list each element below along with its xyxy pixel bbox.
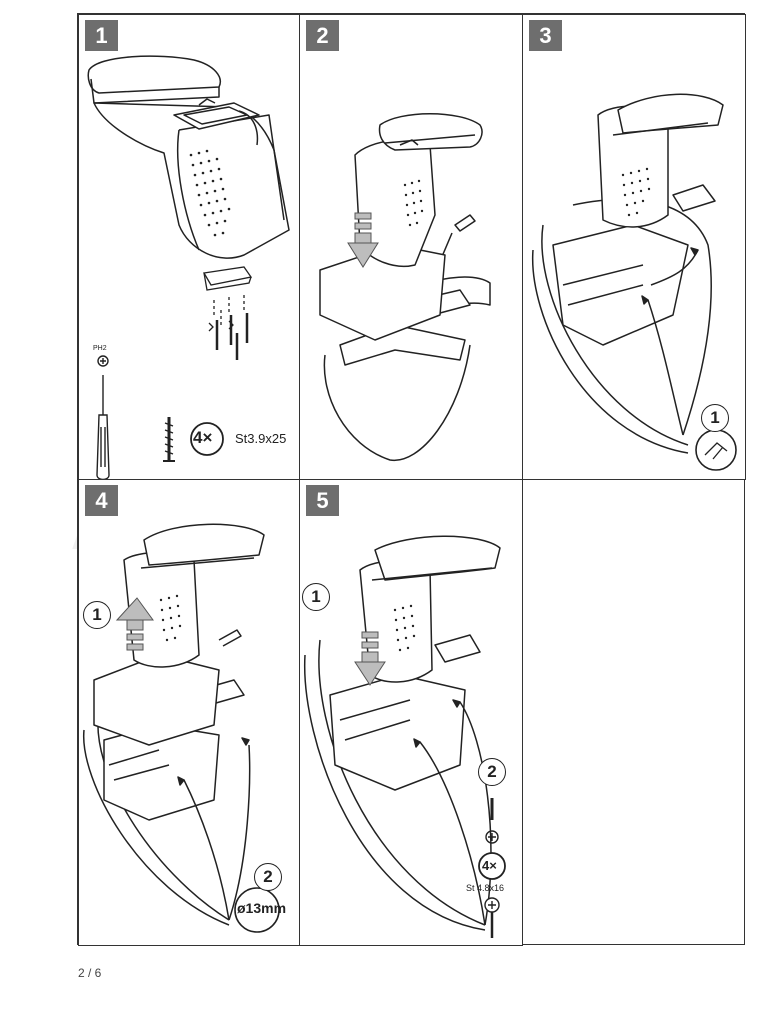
armrest-mount-illustration <box>319 113 491 461</box>
tool-size-label: PH2 <box>93 345 107 352</box>
step-3-badge: 3 <box>529 20 562 51</box>
step-4-panel: 4 <box>78 479 300 946</box>
step-5-badge: 5 <box>306 485 339 516</box>
step-1-badge: 1 <box>85 20 118 51</box>
screw-quantity: 4× <box>193 428 213 447</box>
cover-fit-illustration <box>531 93 737 471</box>
step-4-badge: 4 <box>85 485 118 516</box>
step-3-callout-1: 1 <box>701 404 729 432</box>
step-3-panel: 3 <box>522 14 746 480</box>
step-5-callout-1: 1 <box>302 583 330 611</box>
step-2-panel: 2 <box>299 14 523 480</box>
step-5-callout-2: 2 <box>478 758 506 786</box>
step-4-callout-2: 2 <box>254 863 282 891</box>
page-number: 2 / 6 <box>78 966 102 980</box>
screw-quantity: 4× <box>482 858 497 873</box>
step-1-panel: 1 <box>78 14 300 480</box>
step-5-panel: 5 <box>299 479 523 946</box>
armrest-assembly-illustration <box>87 55 290 479</box>
step-grid: 1 <box>77 13 746 946</box>
step-4-callout-1: 1 <box>83 601 111 629</box>
final-fix-illustration <box>303 535 506 938</box>
step-2-badge: 2 <box>306 20 339 51</box>
screw-spec-label: St3.9x25 <box>235 431 287 446</box>
drill-hole-label: ø13mm <box>237 900 287 916</box>
armrest-removal-illustration <box>83 523 280 933</box>
screw-spec-label: St 4.8x16 <box>466 883 505 893</box>
